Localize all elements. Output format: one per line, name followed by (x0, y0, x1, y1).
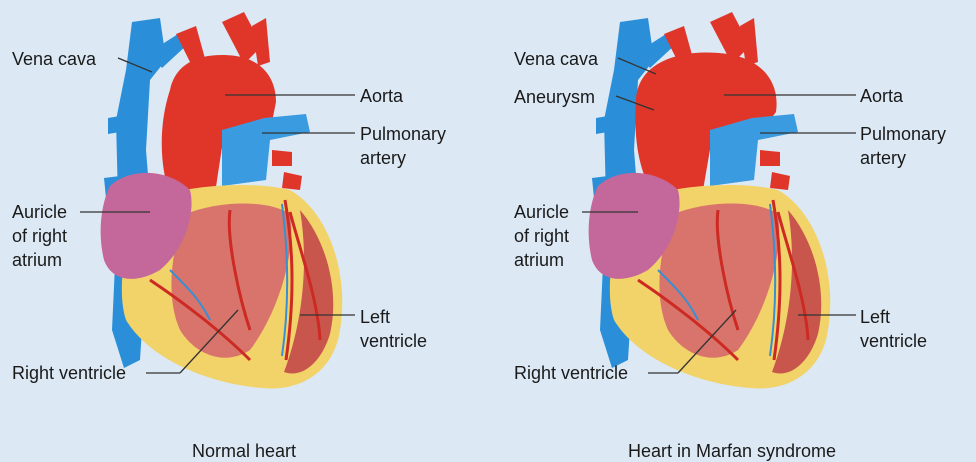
marfan-vena-cava-label: Vena cava (514, 47, 598, 71)
normal-pulmonary-artery-label: Pulmonary artery (360, 122, 446, 170)
normal-vena-cava-label: Vena cava (12, 47, 96, 71)
marfan-left-ventricle-label: Left ventricle (860, 305, 927, 353)
marfan-heart-caption: Heart in Marfan syndrome (488, 440, 976, 462)
marfan-heart-panel: Vena cava Aneurysm Aorta Pulmonary arter… (488, 0, 976, 460)
marfan-aneurysm-label: Aneurysm (514, 85, 595, 109)
marfan-auricle-label: Auricle of right atrium (514, 200, 569, 272)
marfan-aorta-label: Aorta (860, 84, 903, 108)
normal-left-ventricle-label: Left ventricle (360, 305, 427, 353)
marfan-pulmonary-artery-label: Pulmonary artery (860, 122, 946, 170)
marfan-right-ventricle-label: Right ventricle (514, 361, 628, 385)
normal-heart-caption: Normal heart (0, 440, 488, 462)
normal-aorta-label: Aorta (360, 84, 403, 108)
normal-auricle-label: Auricle of right atrium (12, 200, 67, 272)
normal-right-ventricle-label: Right ventricle (12, 361, 126, 385)
normal-heart-panel: Vena cava Aorta Pulmonary artery Auricle… (0, 0, 488, 460)
